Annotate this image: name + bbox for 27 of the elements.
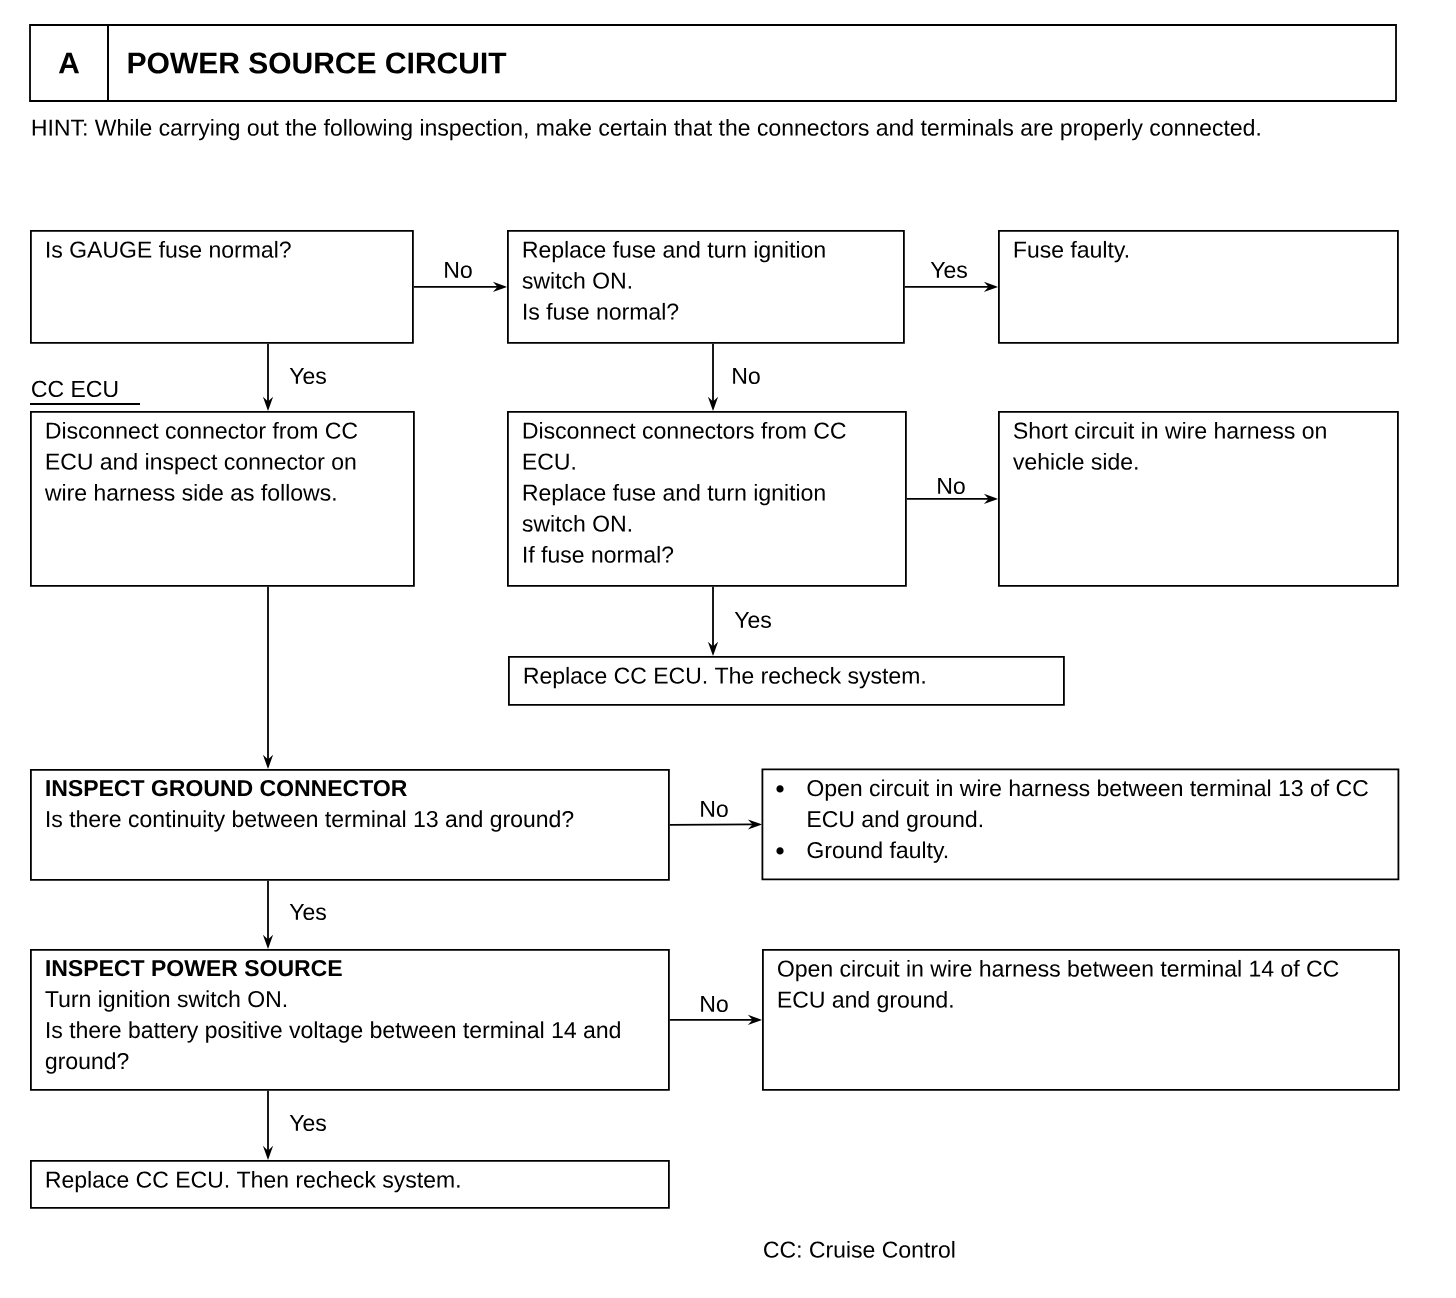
process-box: INSPECT POWER SOURCE Turn ignition switch ON. Is there battery positive voltage between terminal 14 and ground? xyxy=(30,949,670,1091)
edge-label: No xyxy=(441,260,475,281)
process-box: Open circuit in wire harness between terminal 13 of CC ECU and ground. Ground faulty. xyxy=(761,768,1400,881)
hint-text: HINT: While carrying out the following inspection, make certain that the connectors and terminals are properly connected. xyxy=(32,118,1260,141)
edge-label: No xyxy=(697,994,731,1015)
process-box: Disconnect connector from CC ECU and inspect connector on wire harness side as follows. xyxy=(30,411,415,587)
process-box: Is GAUGE fuse normal? xyxy=(30,230,414,344)
edge-label: No xyxy=(697,799,731,820)
process-box: Short circuit in wire harness on vehicle side. xyxy=(998,411,1399,587)
footnote-text: CC: Cruise Control xyxy=(764,1240,955,1258)
edge-label: Yes xyxy=(287,902,329,923)
process-box: Disconnect connectors from CC ECU. Replace fuse and turn ignition switch ON. If fuse normal? xyxy=(507,411,907,587)
edge-label: Yes xyxy=(287,1113,329,1134)
title-cell: POWER SOURCE CIRCUIT xyxy=(107,24,1397,102)
edge-label: Yes xyxy=(928,260,970,281)
process-box: Fuse faulty. xyxy=(998,230,1399,344)
edge-label: Yes xyxy=(732,610,774,631)
process-box: Replace fuse and turn ignition switch ON. Is fuse normal? xyxy=(507,230,905,344)
process-box: Open circuit in wire harness between terminal 14 of CC ECU and ground. xyxy=(762,949,1400,1091)
edge-label: No xyxy=(729,366,763,387)
process-box: Replace CC ECU. The recheck system. xyxy=(508,656,1065,706)
edge-label: Yes xyxy=(287,366,329,387)
underlined-label: CC ECU xyxy=(29,380,141,405)
section-letter-cell: A xyxy=(29,24,109,102)
process-box: INSPECT GROUND CONNECTOR Is there continuity between terminal 13 and ground? xyxy=(30,769,670,881)
process-box: Replace CC ECU. Then recheck system. xyxy=(30,1160,670,1209)
edge-label: No xyxy=(934,476,968,497)
